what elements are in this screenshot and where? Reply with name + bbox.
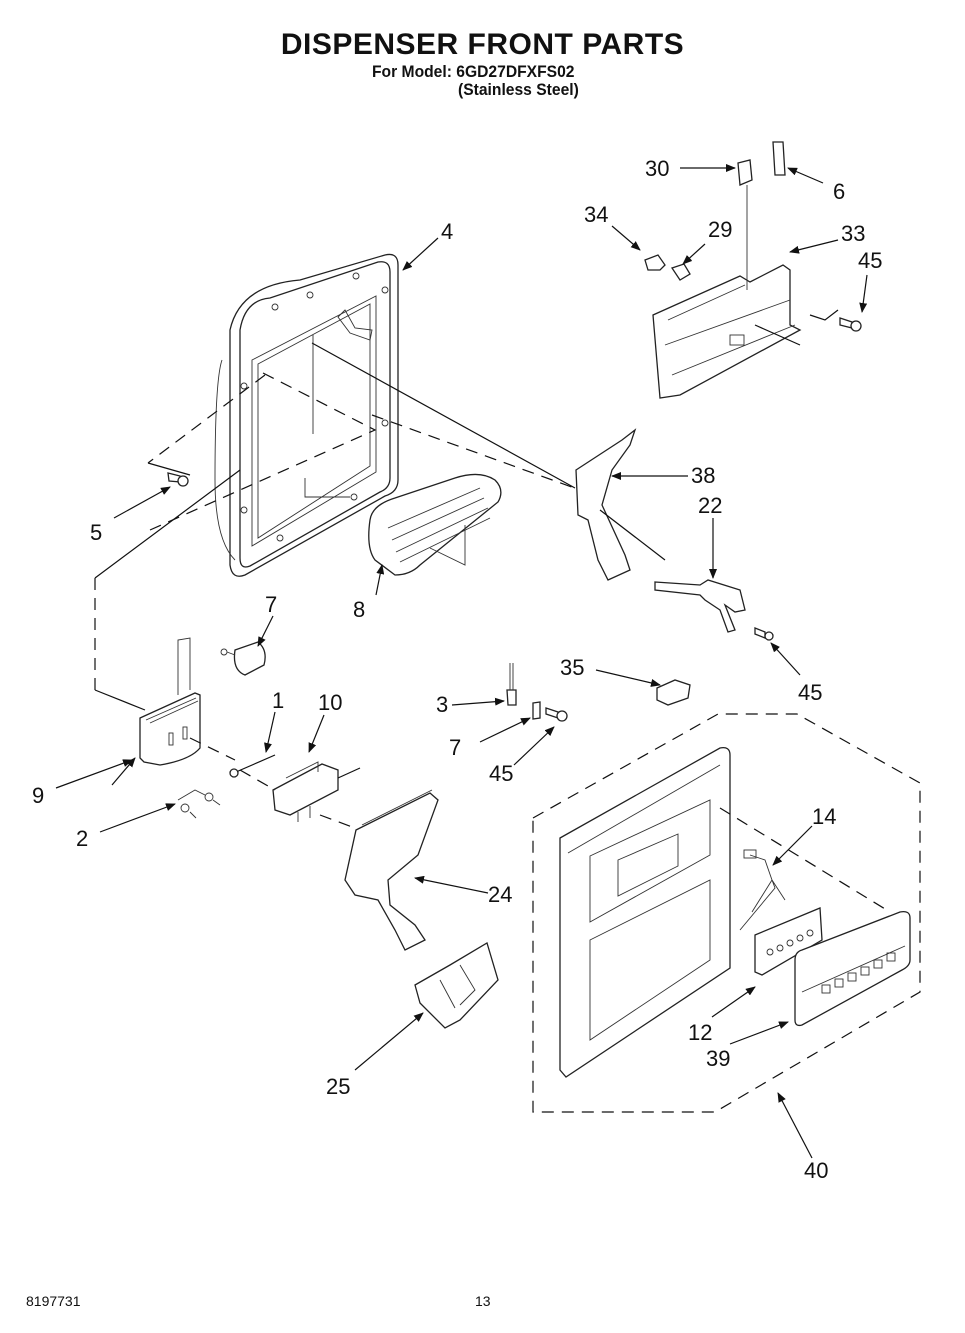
- callout-4: 4: [441, 219, 453, 244]
- callout-5: 5: [90, 520, 102, 545]
- part-33-control-housing: [652, 185, 802, 399]
- part-39-overlay: [794, 910, 911, 1027]
- diagram-title: DISPENSER FRONT PARTS: [280, 28, 685, 61]
- callout-45-middle: 45: [489, 761, 513, 786]
- part-30-switch: [737, 159, 753, 186]
- part-1-pin: [229, 754, 276, 778]
- callout-35: 35: [560, 655, 584, 680]
- part-13-drip-grille: [304, 473, 502, 576]
- part-12-motor: [220, 641, 266, 676]
- part-40-assembly-outline: [532, 713, 921, 1113]
- callout-40: 40: [804, 1158, 828, 1183]
- part-25-ice-chute: [414, 942, 499, 1029]
- part-35-connector: [656, 679, 691, 706]
- page-number: 13: [475, 1293, 491, 1309]
- callout-24: 24: [488, 882, 512, 907]
- part-6-plate: [772, 141, 786, 176]
- callout-39: 39: [706, 1046, 730, 1071]
- part-10-lever-bracket: [272, 761, 361, 822]
- callout-8: 12: [688, 1020, 712, 1045]
- callout-25: 25: [326, 1074, 350, 1099]
- callout-45-right: 45: [798, 680, 822, 705]
- part-34-bulb: [644, 254, 666, 271]
- part-22-lever-arm: [654, 579, 746, 633]
- callout-12: 7: [265, 592, 277, 617]
- callout-13: 8: [353, 597, 365, 622]
- part-45-screw-middle: [545, 707, 568, 722]
- callout-10: 10: [318, 690, 342, 715]
- part-24-actuator: [344, 789, 439, 951]
- part-8-control-board: [754, 907, 823, 976]
- callout-30: 30: [645, 156, 669, 181]
- callout-45-upper: 45: [858, 248, 882, 273]
- part-29-socket: [670, 263, 691, 281]
- callout-9: 9: [32, 783, 44, 808]
- part-38-lever: [575, 428, 637, 581]
- part-3-switch-wire: [506, 663, 517, 706]
- callout-6: 6: [833, 179, 845, 204]
- callout-22: 22: [698, 493, 722, 518]
- callout-38: 38: [691, 463, 715, 488]
- callout-33: 33: [841, 221, 865, 246]
- model-number: For Model: 6GD27DFXFS02: [372, 62, 575, 81]
- callout-29: 29: [708, 217, 732, 242]
- callout-2: 2: [76, 826, 88, 851]
- part-4-housing: [214, 253, 399, 577]
- callout-14: 14: [812, 804, 836, 829]
- part-9-module: [139, 637, 201, 766]
- part-45-screw-upper: [839, 317, 862, 332]
- dispenser-front-panel: [559, 747, 731, 1078]
- callout-7: 7: [449, 735, 461, 760]
- part-14-wire-harness: [739, 849, 786, 931]
- document-number: 8197731: [26, 1293, 81, 1309]
- callout-arrows: [55, 164, 868, 1159]
- callout-3: 3: [436, 692, 448, 717]
- callout-34: 34: [584, 202, 608, 227]
- finish-label: (Stainless Steel): [458, 80, 579, 99]
- part-45-screw-right: [754, 627, 774, 641]
- part-5-screw: [167, 472, 189, 487]
- callout-1: 1: [272, 688, 284, 713]
- part-7-insulator: [532, 701, 541, 720]
- part-2-springs: [177, 789, 221, 819]
